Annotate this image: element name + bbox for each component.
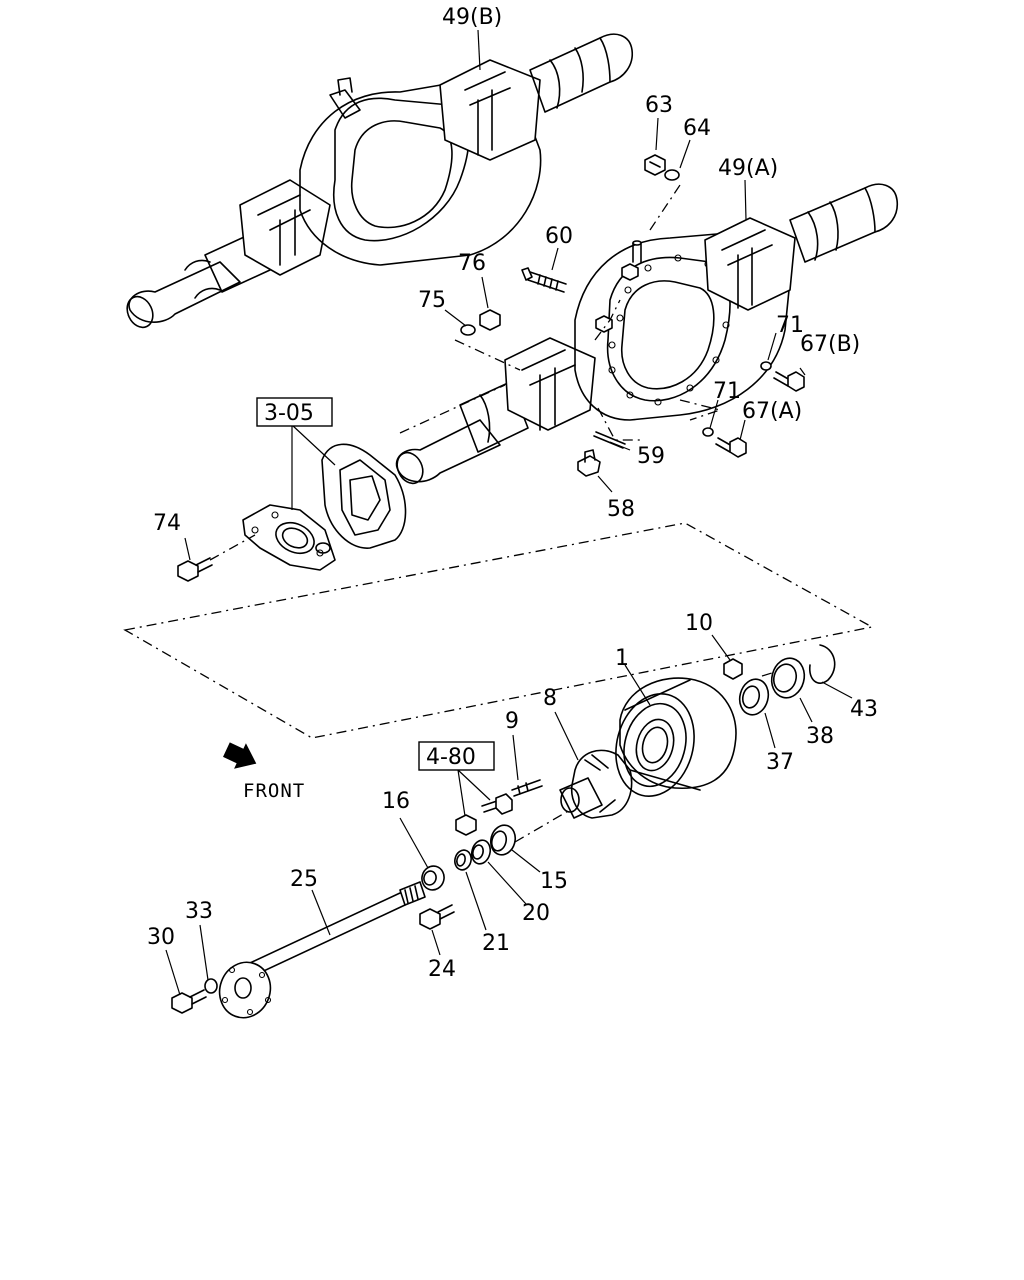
nut-10 bbox=[723, 658, 743, 680]
label-63: 63 bbox=[645, 93, 673, 118]
leader-lines bbox=[165, 29, 853, 996]
label-16: 16 bbox=[382, 789, 410, 814]
seal-38 bbox=[770, 657, 806, 699]
label-38: 38 bbox=[806, 724, 834, 749]
washer-33 bbox=[204, 978, 218, 994]
washer-71-lower bbox=[702, 427, 714, 437]
label-43: 43 bbox=[850, 697, 878, 722]
bearing-15 bbox=[489, 824, 517, 856]
callout-box-3-05 bbox=[256, 397, 333, 427]
washer-75 bbox=[460, 324, 476, 336]
label-67b: 67(B) bbox=[800, 332, 860, 357]
label-74: 74 bbox=[153, 511, 181, 536]
bolt-67b bbox=[773, 371, 805, 392]
brake-drum-1 bbox=[615, 677, 737, 797]
label-3-05: 3-05 bbox=[264, 401, 314, 426]
label-25: 25 bbox=[290, 867, 318, 892]
stud-9 bbox=[511, 779, 543, 797]
label-49b: 49(B) bbox=[442, 5, 502, 30]
bolt-24 bbox=[419, 904, 455, 930]
washer-21 bbox=[454, 849, 472, 871]
label-1: 1 bbox=[615, 646, 629, 671]
snap-ring-43 bbox=[808, 644, 836, 684]
wheel-hub-8 bbox=[559, 749, 633, 819]
axle-shaft-25 bbox=[218, 881, 426, 1019]
bolt-67a bbox=[715, 437, 747, 458]
label-9: 9 bbox=[505, 709, 519, 734]
label-21: 21 bbox=[482, 931, 510, 956]
label-58: 58 bbox=[607, 497, 635, 522]
front-label: FRONT bbox=[243, 780, 305, 802]
axle-housing-49b bbox=[126, 33, 634, 329]
callout-box-4-80 bbox=[418, 741, 495, 771]
label-10: 10 bbox=[685, 611, 713, 636]
axle-housing-49a bbox=[395, 183, 899, 485]
label-8: 8 bbox=[543, 686, 557, 711]
bolt-63 bbox=[644, 154, 666, 176]
oil-seal-16 bbox=[421, 865, 445, 891]
label-15: 15 bbox=[540, 869, 568, 894]
label-37: 37 bbox=[766, 750, 794, 775]
label-4-80: 4-80 bbox=[426, 745, 476, 770]
label-30: 30 bbox=[147, 925, 175, 950]
label-33: 33 bbox=[185, 899, 213, 924]
label-49a: 49(A) bbox=[718, 156, 778, 181]
bolt-74 bbox=[177, 557, 213, 582]
flange-plate bbox=[242, 504, 336, 571]
nut-76 bbox=[479, 309, 501, 331]
nut-20 bbox=[470, 839, 492, 865]
stud-60 bbox=[521, 267, 567, 293]
plug-58 bbox=[577, 449, 601, 477]
label-59: 59 bbox=[637, 444, 665, 469]
callout-labels: 49(B) 63 64 49(A) 60 76 75 71 67(B) 71 6… bbox=[147, 5, 878, 982]
pin-59 bbox=[593, 431, 626, 449]
washer-64 bbox=[664, 169, 680, 181]
assembly-boundary bbox=[123, 184, 874, 843]
label-71-upper: 71 bbox=[776, 313, 804, 338]
backing-plate bbox=[321, 443, 407, 549]
label-64: 64 bbox=[683, 116, 711, 141]
bolt-30 bbox=[171, 989, 207, 1014]
front-arrow-icon bbox=[223, 742, 257, 769]
washer-71-upper bbox=[760, 361, 772, 371]
label-67a: 67(A) bbox=[742, 399, 802, 424]
label-20: 20 bbox=[522, 901, 550, 926]
label-76: 76 bbox=[458, 251, 486, 276]
label-71-lower: 71 bbox=[713, 379, 741, 404]
label-75: 75 bbox=[418, 288, 446, 313]
label-24: 24 bbox=[428, 957, 456, 982]
label-60: 60 bbox=[545, 224, 573, 249]
bearing-37 bbox=[738, 678, 770, 716]
